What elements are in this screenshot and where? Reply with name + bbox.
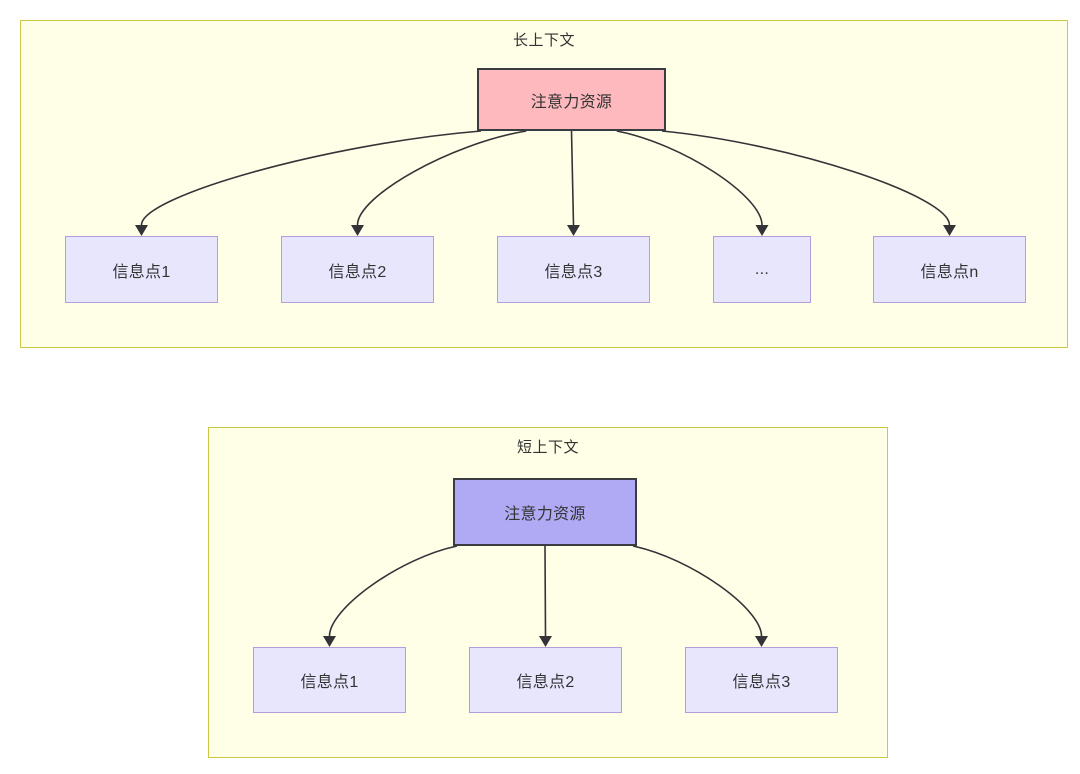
info-point-node[interactable]: 信息点1 [253, 647, 406, 713]
info-point-ellipsis-node[interactable]: ... [713, 236, 811, 303]
info-point-node[interactable]: 信息点3 [497, 236, 650, 303]
info-point-node[interactable]: 信息点2 [469, 647, 622, 713]
attention-resource-node-long[interactable]: 注意力资源 [477, 68, 666, 131]
info-point-node[interactable]: 信息点1 [65, 236, 218, 303]
info-point-node[interactable]: 信息点2 [281, 236, 434, 303]
attention-resource-node-short[interactable]: 注意力资源 [453, 478, 637, 546]
info-point-node[interactable]: 信息点n [873, 236, 1026, 303]
group-short-context-title: 短上下文 [516, 439, 579, 456]
group-long-context-title: 长上下文 [512, 32, 575, 49]
info-point-node[interactable]: 信息点3 [685, 647, 838, 713]
